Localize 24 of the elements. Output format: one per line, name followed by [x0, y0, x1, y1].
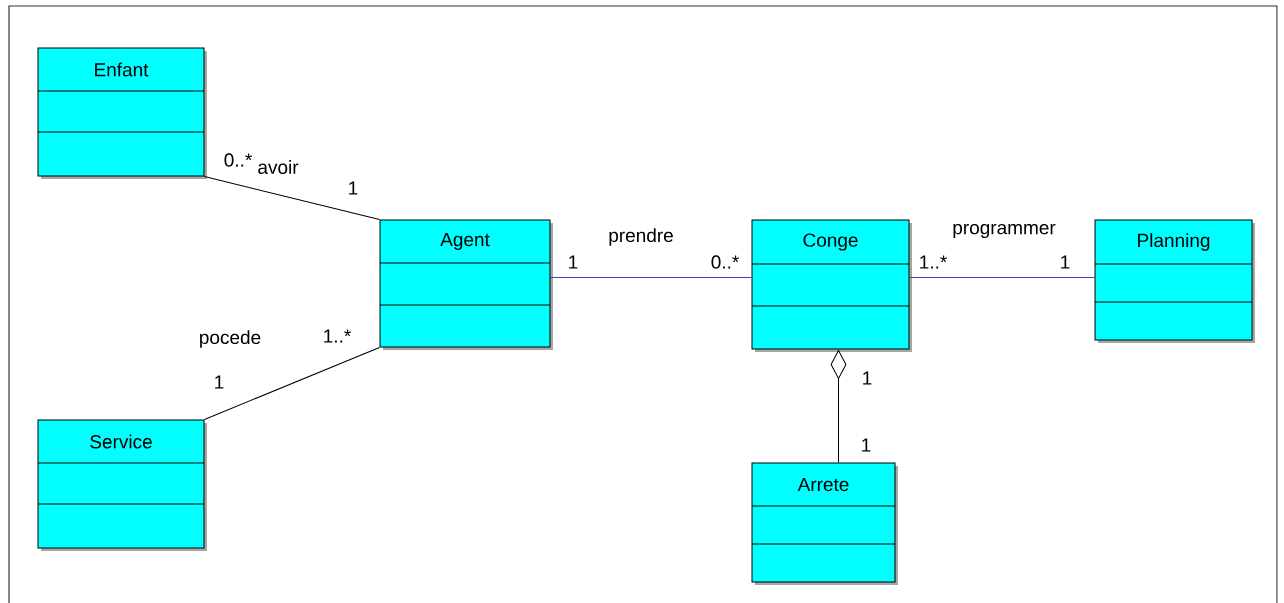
multiplicity: 1	[1061, 255, 1070, 269]
aggregation-line	[830, 350, 847, 463]
multiplicity: 1	[863, 371, 872, 385]
association-name: pocede	[200, 330, 261, 348]
multiplicity: 1..*	[920, 255, 947, 269]
association-name: programmer	[953, 223, 1056, 239]
class-box: Service	[37, 419, 207, 551]
association-line	[204, 347, 380, 420]
multiplicity: 0..*	[224, 153, 252, 167]
multiplicity: 0..*	[711, 255, 739, 269]
association-name: prendre	[609, 228, 673, 246]
multiplicity: 1	[349, 181, 358, 195]
association-name: avoir	[258, 160, 299, 174]
class-box: Conge	[751, 219, 912, 352]
class-box: Enfant	[37, 47, 207, 179]
multiplicity: 1	[569, 255, 578, 269]
class-box: Arrete	[751, 462, 898, 585]
association-line	[204, 176, 380, 220]
multiplicity: 1..*	[324, 329, 351, 343]
class-box: Agent	[379, 219, 553, 350]
association-line	[550, 277, 752, 278]
association-line	[909, 277, 1095, 278]
multiplicity: 1	[215, 375, 224, 389]
class-box: Planning	[1094, 219, 1255, 343]
